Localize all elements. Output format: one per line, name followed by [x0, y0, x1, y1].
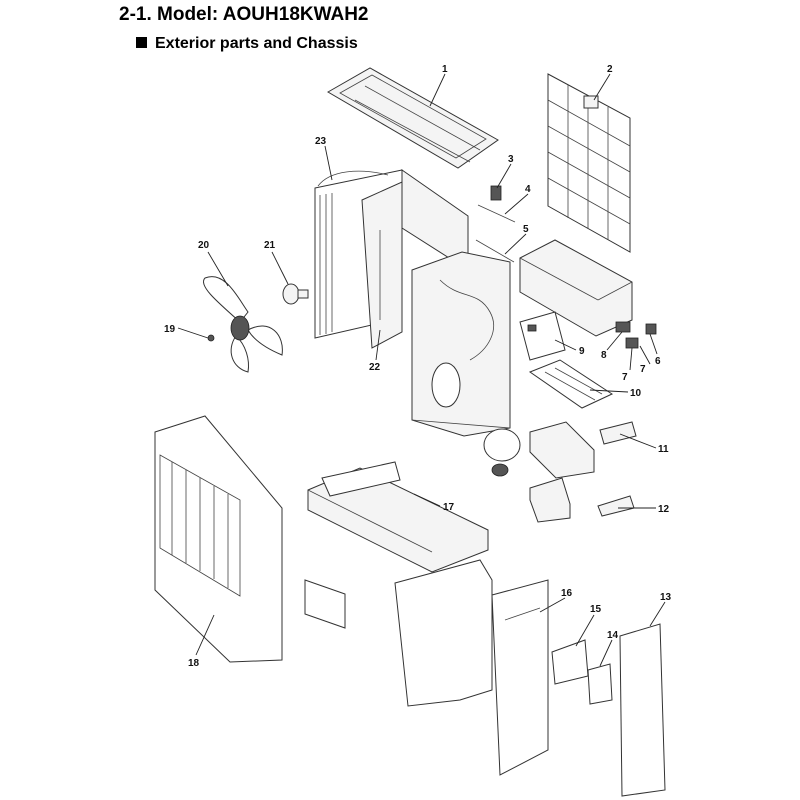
callout-18: 18	[188, 658, 200, 669]
callout-12: 12	[658, 504, 670, 515]
part-controller-box	[519, 239, 633, 337]
callout-7a: 7	[622, 372, 628, 383]
part-compressor-section	[411, 251, 511, 437]
page-title: 2-1. Model: AOUH18KWAH2	[119, 4, 369, 25]
part-partition	[361, 181, 403, 349]
part-rear-grille	[547, 73, 631, 253]
bullet-square-icon	[136, 37, 147, 48]
callout-labels: 1 2 3 4 5 6 7 7 8 9 10 11 12 13 14 15 16…	[164, 64, 672, 669]
callout-21: 21	[264, 240, 276, 251]
part-terminals	[615, 321, 657, 349]
part-front-panel	[154, 415, 346, 663]
callout-17: 17	[443, 502, 455, 513]
callout-9: 9	[579, 346, 585, 357]
callout-7b: 7	[640, 364, 646, 375]
part-brackets	[597, 421, 637, 517]
callout-19: 19	[164, 324, 176, 335]
leader-lines	[177, 73, 666, 667]
part-pcb-10	[528, 359, 614, 409]
callout-4: 4	[525, 184, 531, 195]
part-base-pan	[307, 461, 489, 573]
callout-2: 2	[607, 64, 613, 75]
callout-20: 20	[198, 240, 210, 251]
callout-3: 3	[508, 154, 514, 165]
callout-5: 5	[523, 224, 529, 235]
part-side-panel-16	[394, 559, 493, 707]
callout-11: 11	[658, 444, 669, 455]
callout-23: 23	[315, 136, 327, 147]
part-small-components	[475, 185, 516, 263]
subtitle-text: Exterior parts and Chassis	[155, 35, 358, 52]
part-reactor-box	[483, 421, 595, 523]
callout-8: 8	[601, 350, 607, 361]
callout-14: 14	[607, 630, 619, 641]
part-top-panel	[327, 67, 499, 169]
part-pcb-9	[519, 311, 566, 361]
callout-10: 10	[630, 388, 642, 399]
callout-15: 15	[590, 604, 602, 615]
callout-13: 13	[660, 592, 672, 603]
part-side-frame	[491, 579, 549, 776]
part-small-panels	[551, 623, 666, 797]
part-fan-assembly	[203, 276, 309, 373]
callout-1: 1	[442, 64, 448, 75]
callout-6: 6	[655, 356, 661, 367]
section-subtitle: Exterior parts and Chassis	[136, 35, 358, 53]
callout-16: 16	[561, 588, 573, 599]
callout-22: 22	[369, 362, 381, 373]
